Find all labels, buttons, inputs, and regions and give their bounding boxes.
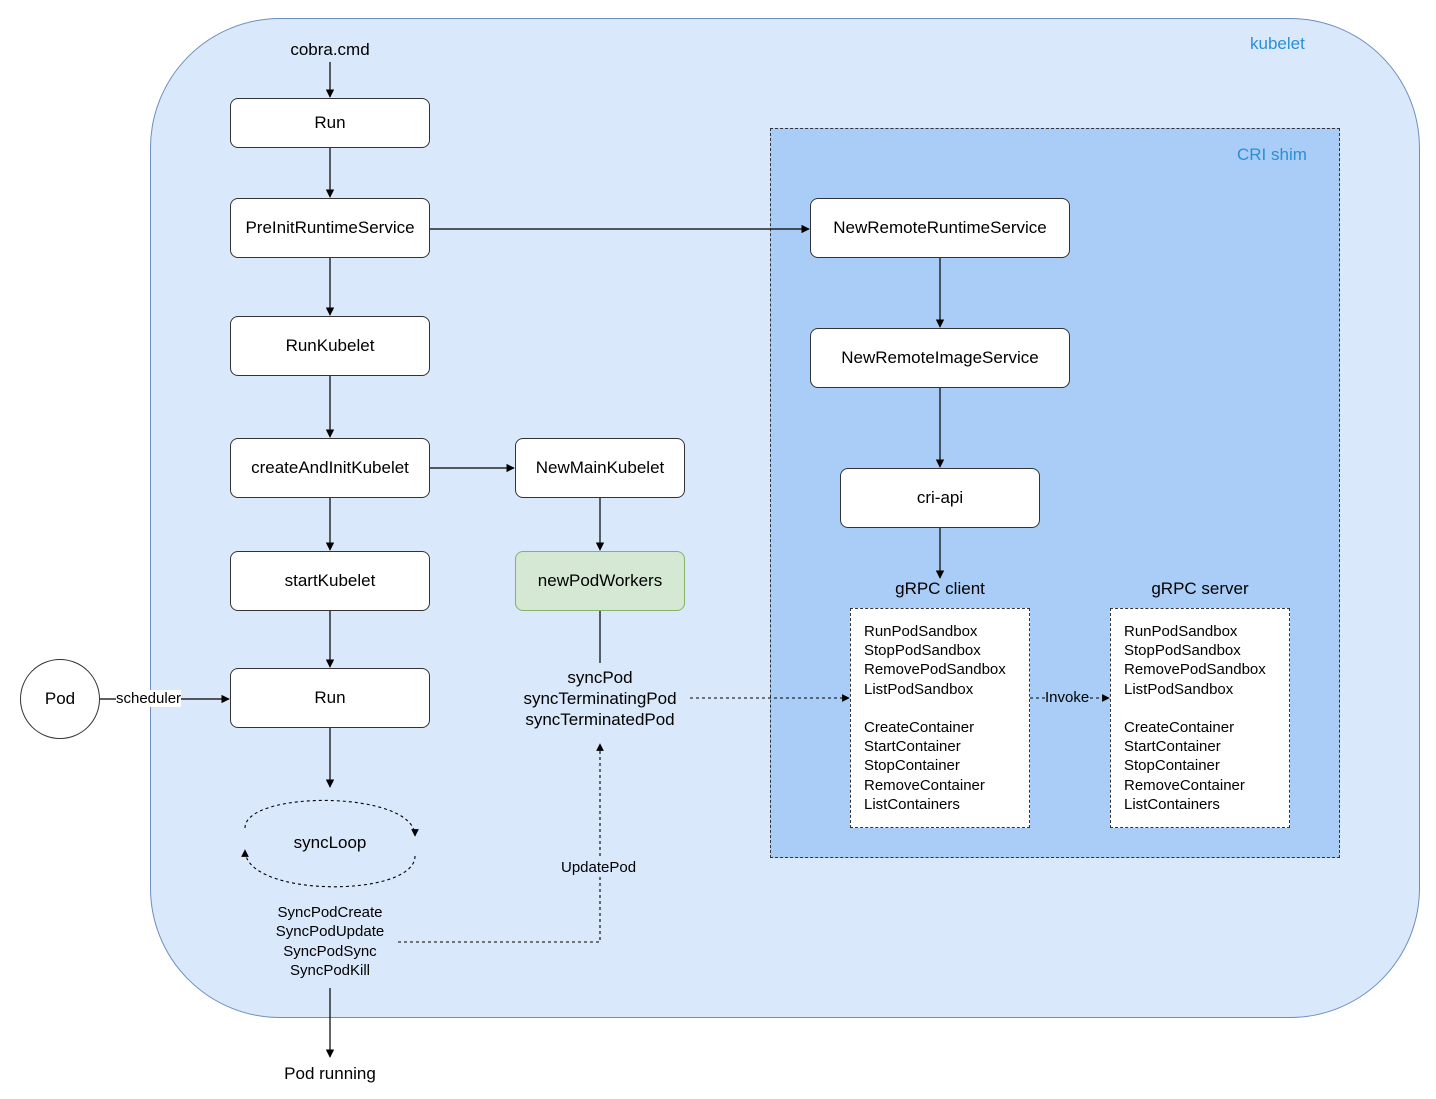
grpc-op: RunPodSandbox (864, 623, 978, 640)
cri-shim-label: CRI shim (1237, 145, 1307, 164)
new-main-kubelet-box: NewMainKubelet (515, 438, 685, 498)
grpc-op: StopContainer (864, 757, 960, 775)
update-pod-edge-label: UpdatePod (561, 859, 637, 876)
grpc-op: StopContainer (1124, 757, 1220, 775)
run-bottom-box: Run (230, 668, 430, 728)
sync-event: SyncPodCreate (277, 904, 383, 921)
kubelet-label: kubelet (1250, 34, 1305, 53)
grpc-op: StartContainer (1124, 738, 1221, 756)
run-top-box: Run (230, 98, 430, 148)
sync-func: syncPod (567, 668, 633, 687)
grpc-op: StopPodSandbox (1124, 642, 1241, 660)
run-kubelet-box: RunKubelet (230, 316, 430, 376)
grpc-client-title: gRPC client (895, 579, 985, 598)
cri-api-box: cri-api (840, 468, 1040, 528)
grpc-server-ops: RunPodSandbox StopPodSandbox RemovePodSa… (1110, 608, 1290, 828)
sync-event: SyncPodKill (289, 961, 371, 979)
scheduler-edge-label: scheduler (116, 690, 182, 707)
pod-running-label: Pod running (284, 1064, 376, 1083)
grpc-op: RemovePodSandbox (864, 661, 1006, 679)
sync-events-list: SyncPodCreate SyncPodUpdate SyncPodSync … (250, 903, 410, 980)
invoke-edge-label: Invoke (1045, 689, 1090, 706)
grpc-op: ListContainers (864, 795, 960, 813)
grpc-op: ListContainers (1124, 795, 1220, 813)
list-gap (864, 699, 1029, 718)
grpc-op: StartContainer (864, 738, 961, 756)
sync-funcs-list: syncPod syncTerminatingPod syncTerminate… (500, 667, 700, 730)
list-gap (1124, 699, 1289, 718)
sync-event: SyncPodSync (283, 942, 377, 960)
new-pod-workers-box: newPodWorkers (515, 551, 685, 611)
grpc-op: ListPodSandbox (864, 680, 974, 698)
create-and-init-kubelet-box: createAndInitKubelet (230, 438, 430, 498)
new-remote-image-service-box: NewRemoteImageService (810, 328, 1070, 388)
sync-loop-label: syncLoop (293, 833, 367, 852)
grpc-op: RemoveContainer (1124, 776, 1245, 794)
grpc-op: CreateContainer (1124, 719, 1235, 736)
sync-func: syncTerminatingPod (523, 689, 677, 708)
grpc-op: CreateContainer (864, 719, 975, 736)
pod-node: Pod (20, 659, 100, 739)
preinit-runtime-service-box: PreInitRuntimeService (230, 198, 430, 258)
grpc-op: RemoveContainer (864, 776, 985, 794)
grpc-op: RemovePodSandbox (1124, 661, 1266, 679)
new-remote-runtime-service-box: NewRemoteRuntimeService (810, 198, 1070, 258)
grpc-op: RunPodSandbox (1124, 623, 1238, 640)
start-kubelet-box: startKubelet (230, 551, 430, 611)
grpc-op: ListPodSandbox (1124, 680, 1234, 698)
sync-event: SyncPodUpdate (275, 923, 385, 941)
grpc-server-title: gRPC server (1151, 579, 1249, 598)
entry-cobra-cmd: cobra.cmd (290, 40, 370, 59)
sync-func: syncTerminatedPod (525, 710, 675, 729)
grpc-op: StopPodSandbox (864, 642, 981, 660)
grpc-client-ops: RunPodSandbox StopPodSandbox RemovePodSa… (850, 608, 1030, 828)
